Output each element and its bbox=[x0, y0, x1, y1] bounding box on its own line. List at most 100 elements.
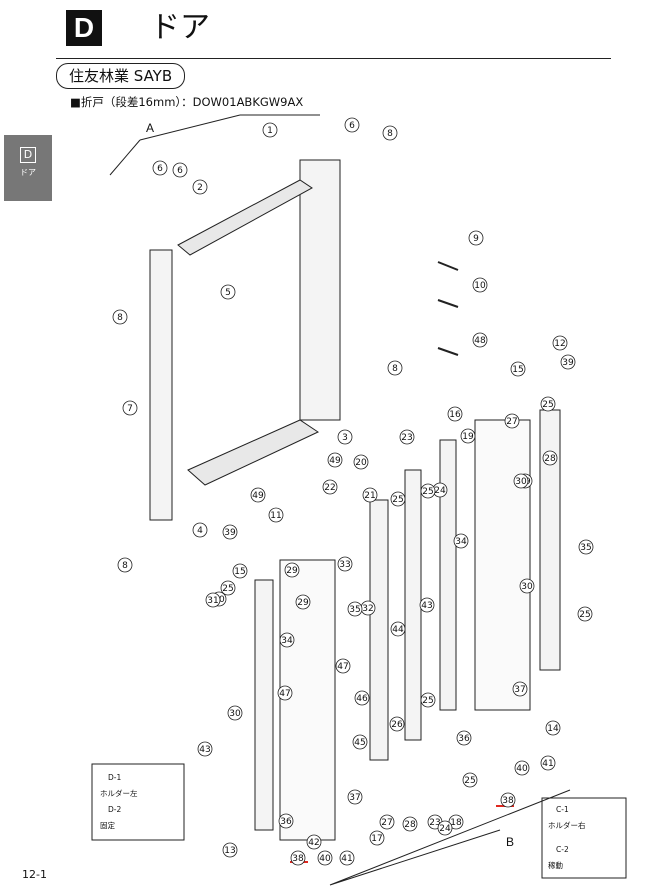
part-callout-circle bbox=[504, 413, 520, 429]
part-callout-number: 25 bbox=[422, 487, 433, 497]
part-callout-number: 8 bbox=[387, 129, 393, 139]
part-callout-number: 32 bbox=[362, 604, 373, 614]
part-callout-number: 39 bbox=[562, 358, 574, 368]
part-callout-number: 27 bbox=[381, 818, 392, 828]
part-callout-number: 49 bbox=[329, 456, 341, 466]
part-callout-circle bbox=[227, 705, 243, 721]
screws bbox=[437, 261, 459, 356]
part-callout-circle bbox=[456, 730, 472, 746]
legend-right-text-1: 稼動 bbox=[548, 860, 563, 870]
part-callout-circle bbox=[337, 556, 353, 572]
part-callout-number: 49 bbox=[252, 491, 264, 501]
part-callout-circle bbox=[347, 601, 363, 617]
part-callout-circle bbox=[352, 734, 368, 750]
right-leaf-panel bbox=[474, 419, 531, 711]
part-callout-number: 6 bbox=[177, 166, 183, 176]
side-tab-text: ドア bbox=[20, 168, 36, 177]
part-callout-circle bbox=[540, 396, 556, 412]
part-callout-number: 27 bbox=[506, 417, 517, 427]
part-callout-number: 43 bbox=[421, 601, 432, 611]
part-callout-circle bbox=[220, 284, 236, 300]
part-callout-number: 21 bbox=[364, 491, 375, 501]
part-callout-circle bbox=[317, 850, 333, 866]
part-callout-circle bbox=[347, 789, 363, 805]
part-callout-circle bbox=[419, 597, 435, 613]
part-callout-number: 15 bbox=[234, 567, 245, 577]
part-callout-circle bbox=[542, 450, 558, 466]
right-leaf-stile bbox=[539, 409, 561, 671]
part-callout-circle bbox=[278, 813, 294, 829]
detail-label-b: B bbox=[506, 835, 514, 849]
part-callout-number: 25 bbox=[542, 400, 553, 410]
part-callout-number: 36 bbox=[280, 817, 292, 827]
part-callout-circle bbox=[389, 716, 405, 732]
detail-label-a: A bbox=[146, 121, 154, 135]
part-callout-number: 24 bbox=[439, 824, 451, 834]
part-callout-circle bbox=[540, 755, 556, 771]
part-callout-number: 28 bbox=[404, 820, 416, 830]
part-callout-circle bbox=[472, 277, 488, 293]
part-callout-circle bbox=[322, 479, 338, 495]
part-callout-circle bbox=[117, 557, 133, 573]
part-callout-number: 29 bbox=[297, 598, 309, 608]
part-callout-circle bbox=[172, 162, 188, 178]
side-tab[interactable]: D ドア bbox=[4, 135, 52, 201]
part-callout-circle bbox=[420, 692, 436, 708]
part-callout-circle bbox=[250, 487, 266, 503]
part-callout-circle bbox=[353, 454, 369, 470]
part-callout-circle bbox=[232, 563, 248, 579]
part-callout-circle bbox=[510, 361, 526, 377]
part-callout-number: 2 bbox=[197, 183, 203, 193]
header-rule bbox=[56, 58, 611, 59]
part-callout-number: 20 bbox=[355, 458, 367, 468]
center-stile-2 bbox=[404, 469, 422, 741]
part-callout-number: 19 bbox=[462, 432, 474, 442]
part-callout-number: 8 bbox=[392, 364, 398, 374]
part-callout-circle bbox=[222, 524, 238, 540]
part-callout-circle bbox=[295, 594, 311, 610]
part-callout-circle bbox=[337, 429, 353, 445]
part-callout-circle bbox=[402, 816, 418, 832]
part-callout-number: 6 bbox=[349, 121, 355, 131]
part-callout-number: 26 bbox=[391, 720, 403, 730]
part-callout-circle bbox=[192, 179, 208, 195]
part-callout-circle bbox=[387, 360, 403, 376]
center-stile-3 bbox=[439, 439, 457, 711]
center-stile bbox=[369, 499, 389, 761]
part-callout-number: 38 bbox=[502, 796, 514, 806]
part-callout-circle bbox=[577, 606, 593, 622]
part-callout-number: 6 bbox=[157, 164, 163, 174]
part-callout-circle bbox=[122, 400, 138, 416]
part-callout-circle bbox=[560, 354, 576, 370]
part-callout-number: 25 bbox=[392, 495, 403, 505]
part-callout-circle bbox=[197, 741, 213, 757]
part-callout-circle bbox=[447, 406, 463, 422]
part-callout-number: 3 bbox=[342, 433, 348, 443]
part-callout-number: 42 bbox=[308, 838, 319, 848]
frame-right-post bbox=[299, 159, 341, 421]
legend-left-code-1: D-2 bbox=[108, 805, 121, 814]
part-callout-number: 29 bbox=[286, 566, 298, 576]
part-callout-circle bbox=[462, 772, 478, 788]
part-callout-number: 15 bbox=[512, 365, 523, 375]
part-callout-circle bbox=[399, 429, 415, 445]
part-callout-number: 12 bbox=[554, 339, 565, 349]
legend-left-text-0: ホルダー左 bbox=[100, 788, 138, 798]
part-callout-circle bbox=[512, 681, 528, 697]
part-callout-circle bbox=[222, 842, 238, 858]
part-callout-circle bbox=[545, 720, 561, 736]
part-callout-circle bbox=[268, 507, 284, 523]
part-callout-circle bbox=[460, 428, 476, 444]
part-callout-circle bbox=[552, 335, 568, 351]
part-callout-circle bbox=[262, 122, 278, 138]
section-letter-box: D bbox=[66, 10, 102, 46]
part-callout-circle bbox=[578, 539, 594, 555]
part-callout-circle bbox=[379, 814, 395, 830]
manufacturer-badge: 住友林業 SAYB bbox=[56, 63, 186, 89]
detail-a-leader bbox=[109, 114, 320, 176]
part-callout-circle bbox=[152, 160, 168, 176]
part-callout-number: 7 bbox=[127, 404, 133, 414]
part-callout-circle bbox=[453, 533, 469, 549]
frame-left-post bbox=[149, 249, 173, 521]
